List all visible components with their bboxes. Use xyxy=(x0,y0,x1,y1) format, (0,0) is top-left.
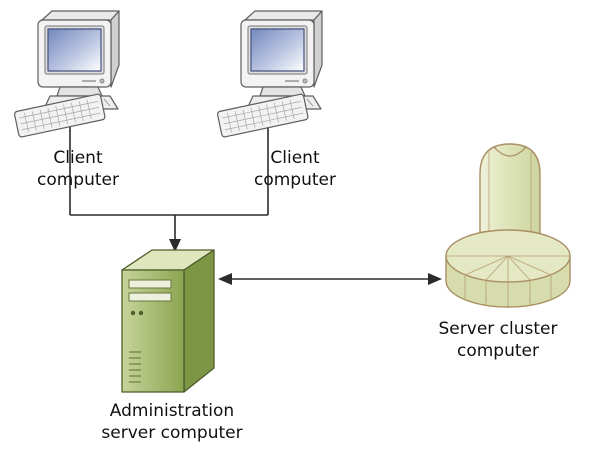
drive-bay-2 xyxy=(128,292,172,302)
client-computer-1-label: Client computer xyxy=(37,148,119,191)
cluster-segment-lines xyxy=(446,255,570,282)
arrowhead-left-icon xyxy=(218,273,232,285)
drive-bay-1 xyxy=(128,279,172,289)
tower-button-1 xyxy=(130,310,136,316)
arrowhead-down-icon xyxy=(169,239,181,252)
tower-vents xyxy=(129,351,141,383)
cluster-arch xyxy=(479,143,541,253)
cluster-side-seams xyxy=(464,275,552,307)
admin-server-label: Administration server computer xyxy=(101,401,243,444)
client-computer-1-icon xyxy=(13,10,120,139)
client-computer-2-icon xyxy=(216,10,323,139)
tower-front-face xyxy=(121,269,185,393)
cluster-arch-notch xyxy=(493,146,527,157)
tower-button-2 xyxy=(138,310,144,316)
server-cluster-label: Server cluster computer xyxy=(438,319,558,362)
admin-server-icon xyxy=(121,249,215,393)
arrowheads xyxy=(169,239,442,285)
tower-side-face xyxy=(183,249,215,393)
arrowhead-right-icon xyxy=(428,273,442,285)
connectors xyxy=(69,116,430,280)
server-cluster-icon xyxy=(445,143,571,308)
client-computer-2-label: Client computer xyxy=(254,148,336,191)
